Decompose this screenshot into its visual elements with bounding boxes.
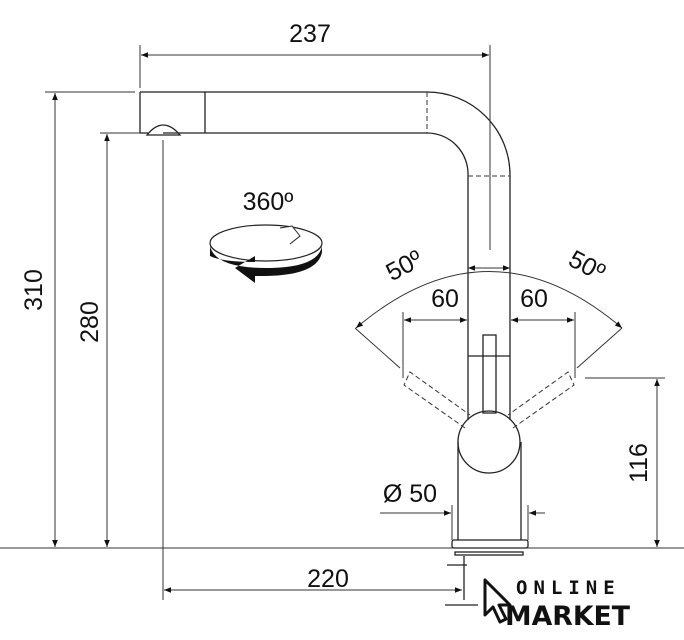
logo-line1: ONLINE — [516, 577, 621, 599]
rotation-arrow-icon — [209, 224, 323, 283]
dim-offset-right: 60 — [520, 285, 548, 313]
dim-angle-right: 50º — [564, 245, 610, 287]
extension-lines — [40, 45, 665, 600]
cursor-icon — [483, 578, 512, 624]
dim-spout-reach: 237 — [289, 20, 331, 48]
dim-base-diameter: Ø 50 — [383, 480, 437, 508]
dimension-lines — [52, 52, 660, 593]
dim-base-to-outlet: 220 — [307, 565, 349, 593]
dim-offset-left: 60 — [431, 285, 459, 313]
dim-spout-height: 280 — [76, 301, 104, 343]
dim-total-height: 310 — [20, 269, 48, 311]
logo-line2: MARKET — [505, 601, 631, 632]
dim-angle-left: 50º — [381, 245, 427, 287]
dim-rotation: 360º — [243, 188, 294, 216]
faucet-outline — [139, 91, 575, 606]
dim-lever-height: 116 — [625, 443, 653, 483]
online-market-logo: ONLINE MARKET — [478, 570, 638, 636]
